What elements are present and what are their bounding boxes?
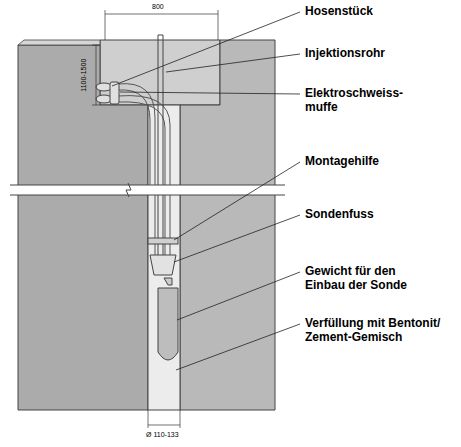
montagehilfe: [148, 238, 178, 244]
weight: [158, 288, 178, 360]
dimension-label: 800: [152, 3, 164, 11]
leader-lines: [112, 12, 300, 370]
part-label: Gewicht für den Einbau der Sonde: [305, 264, 433, 293]
break-band: [10, 185, 285, 195]
sondenfuss: [150, 255, 176, 275]
part-label: Injektionsrohr: [305, 46, 455, 60]
part-label: Hosenstück: [305, 4, 455, 18]
part-label: Verfüllung mit Bentonit/ Zement-Gemisch: [305, 316, 458, 345]
break-mark: [126, 183, 131, 197]
ground-block: [18, 45, 148, 410]
dimension-lines: [92, 10, 218, 428]
part-label: Sondenfuss: [305, 207, 455, 221]
dimension-label: 1100-1500: [80, 59, 88, 92]
hosenstueck: [96, 82, 119, 104]
part-label: Montagehilfe: [305, 154, 455, 168]
injection-pipe: [158, 35, 163, 262]
part-label: Elektroschweiss- muffe: [305, 86, 413, 115]
ground-block: [180, 40, 275, 410]
ground-top: [18, 40, 100, 45]
probe-pipes: [118, 84, 170, 255]
borehole: [148, 105, 180, 410]
trench-wall: [100, 40, 220, 105]
dimension-label: Ø 110-133: [146, 431, 179, 439]
